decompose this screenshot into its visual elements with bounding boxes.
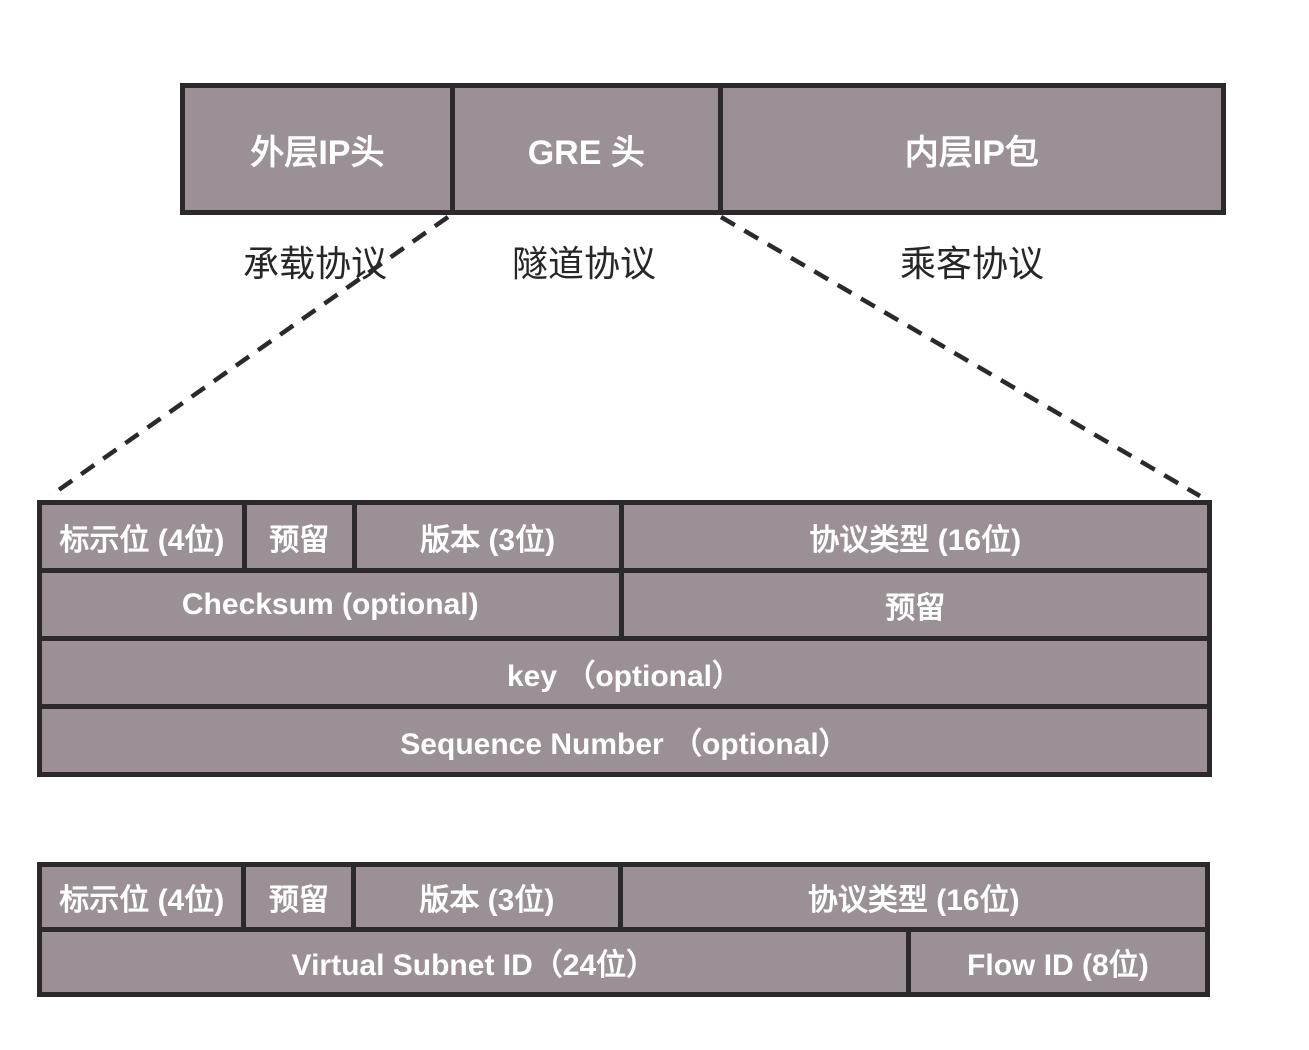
packet-structure-row: 外层IP头 GRE 头 内层IP包 [180,83,1226,215]
field-protocol-type-2: 协议类型 (16位) [622,867,1205,927]
field-sequence-number: Sequence Number （optional） [42,709,1207,772]
gre-header-detail-table: 标示位 (4位) 预留 版本 (3位) 协议类型 (16位) Checksum … [37,500,1212,777]
field-flow-id: Flow ID (8位) [910,932,1205,992]
protocol-labels: 承载协议 隧道协议 乘客协议 [180,241,1226,287]
field-key: key （optional） [42,641,1207,704]
nvgre-header-table: 标示位 (4位) 预留 版本 (3位) 协议类型 (16位) Virtual S… [37,862,1210,997]
field-version: 版本 (3位) [356,505,619,568]
field-flags: 标示位 (4位) [42,505,242,568]
carrier-protocol-label: 承载协议 [242,243,387,284]
field-reserved: 预留 [246,505,352,568]
passenger-protocol-label: 乘客协议 [899,243,1044,284]
field-checksum: Checksum (optional) [42,573,619,636]
outer-ip-header-box: 外层IP头 [185,88,450,210]
gre-header-box: GRE 头 [454,88,718,210]
field-virtual-subnet-id: Virtual Subnet ID（24位） [42,932,906,992]
inner-ip-packet-box: 内层IP包 [722,88,1221,210]
field-protocol-type: 协议类型 (16位) [623,505,1207,568]
field-flags-2: 标示位 (4位) [42,867,242,927]
field-reserved-3: 预留 [246,867,352,927]
field-version-2: 版本 (3位) [356,867,618,927]
tunnel-protocol-label: 隧道协议 [511,243,656,284]
field-reserved-2: 预留 [623,573,1207,636]
